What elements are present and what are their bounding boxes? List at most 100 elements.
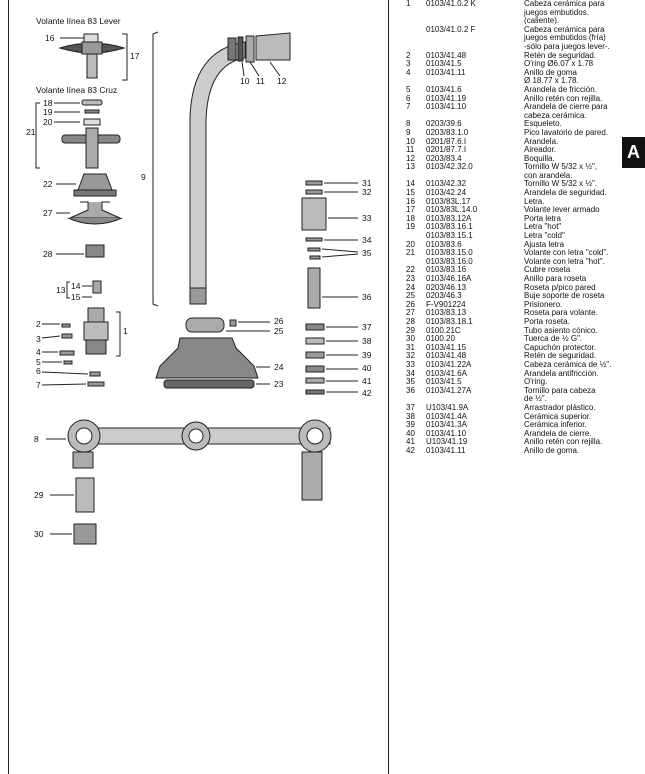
- callout-8: 8: [34, 434, 39, 444]
- part-number: 16: [406, 196, 415, 206]
- part-description: Arandela antifricción.: [524, 368, 599, 378]
- part-description: de ½".: [524, 394, 547, 404]
- callout-7: 7: [36, 380, 41, 390]
- part-number: 28: [406, 316, 415, 326]
- parts-row: 30 0100.20 Tuerca de ½ G".: [400, 335, 618, 344]
- part-description: Cabeza cerámica de ½".: [524, 359, 612, 369]
- part-number: 37: [406, 402, 415, 412]
- callout-40: 40: [362, 363, 372, 373]
- part-code: 0103/83.16: [426, 265, 467, 275]
- callout-34: 34: [362, 235, 372, 245]
- callout-9: 9: [141, 172, 146, 182]
- part-code: 0103/83.6: [426, 239, 462, 249]
- part-description: O'ring.: [524, 377, 548, 387]
- callout-21: 21: [26, 127, 36, 137]
- part-code: 0103/41.6: [426, 84, 462, 94]
- part-number: 3: [406, 59, 411, 69]
- part-description: Boquilla.: [524, 153, 555, 163]
- part-number: 32: [406, 351, 415, 361]
- part-description: Arandela.: [524, 136, 559, 146]
- part-code: 0103/41.11: [426, 445, 466, 455]
- part-code: F-V901224: [426, 299, 466, 309]
- part-number: 25: [406, 291, 415, 301]
- part-number: 38: [406, 411, 415, 421]
- part-code: 0203/83.4: [426, 153, 462, 163]
- part-description: Anillo de goma: [524, 67, 577, 77]
- part-code: 0103/46.16A: [426, 274, 472, 283]
- part-code: U103/41.19: [426, 437, 468, 447]
- part-number: 10: [406, 136, 415, 146]
- exploded-diagram: Volante línea 83 Lever Volante línea 83 …: [26, 16, 372, 545]
- part-description: Retén de seguridad.: [524, 50, 597, 60]
- part-number: 8: [406, 119, 411, 129]
- part-description: Porta letra: [524, 213, 561, 223]
- part-number: 26: [406, 299, 415, 309]
- callout-38: 38: [362, 336, 372, 346]
- part-description: Arandela de fricción.: [524, 84, 597, 94]
- part-description: Porta roseta.: [524, 316, 570, 326]
- part-number: 2: [406, 50, 411, 60]
- part-code: 0103/41.0.2 K: [426, 0, 476, 8]
- part-description: Buje soporte de roseta: [524, 291, 605, 301]
- part-description: Tuerca de ½ G".: [524, 334, 583, 344]
- part-number: 30: [406, 334, 415, 344]
- part-code: 0100.20: [426, 334, 455, 344]
- part-number: 20: [406, 239, 415, 249]
- part-description: Cabeza cerámica para: [524, 24, 605, 34]
- part-code: 0103/41.10: [426, 428, 467, 438]
- callout-26: 26: [274, 316, 284, 326]
- part-description: Pico lavatorio de pared.: [524, 127, 609, 137]
- spout-drawing: [152, 31, 291, 307]
- callout-39: 39: [362, 350, 372, 360]
- part-code: 0103/83.16.1: [426, 222, 473, 232]
- part-number: 36: [406, 385, 415, 395]
- callout-37: 37: [362, 322, 372, 332]
- part-description: Cabeza cerámica para: [524, 0, 605, 8]
- part-number: 33: [406, 359, 415, 369]
- part-description: Anillo de goma.: [524, 445, 580, 455]
- part-description: cabeza cerámica.: [524, 110, 587, 120]
- part-number: 5: [406, 84, 411, 94]
- callout-3: 3: [36, 334, 41, 344]
- part-description: Arandela de cierre para: [524, 102, 608, 112]
- part-description: Roseta para volante.: [524, 308, 598, 318]
- part-code: 0103/41.4A: [426, 411, 467, 421]
- callout-13: 13: [56, 285, 66, 295]
- part-description: Retén de seguridad.: [524, 351, 597, 361]
- part-description: Tornillo W 5/32 x ½".: [524, 179, 598, 189]
- part-description: Letra "cold": [524, 231, 565, 241]
- part-code: 0103/41.27A: [426, 385, 472, 395]
- part-number: 22: [406, 265, 415, 275]
- part-number: [400, 17, 426, 26]
- callout-20: 20: [43, 117, 53, 127]
- part-number: 42: [406, 445, 415, 455]
- part-number: 39: [406, 420, 415, 430]
- parts-row: juegos embutidos (fría): [400, 34, 618, 43]
- rosette-cover-drawing: [67, 173, 123, 225]
- callout-23: 23: [274, 379, 284, 389]
- part-code: 0103/41.10: [426, 102, 467, 112]
- part-code: U103/41.9A: [426, 402, 469, 412]
- part-description: -sólo para juegos lever-.: [524, 41, 610, 51]
- part-code: 0103/83.12A: [426, 213, 472, 223]
- part-description: Volante lever armado: [524, 205, 600, 215]
- part-number: 17: [406, 205, 415, 215]
- callout-29: 29: [34, 490, 44, 500]
